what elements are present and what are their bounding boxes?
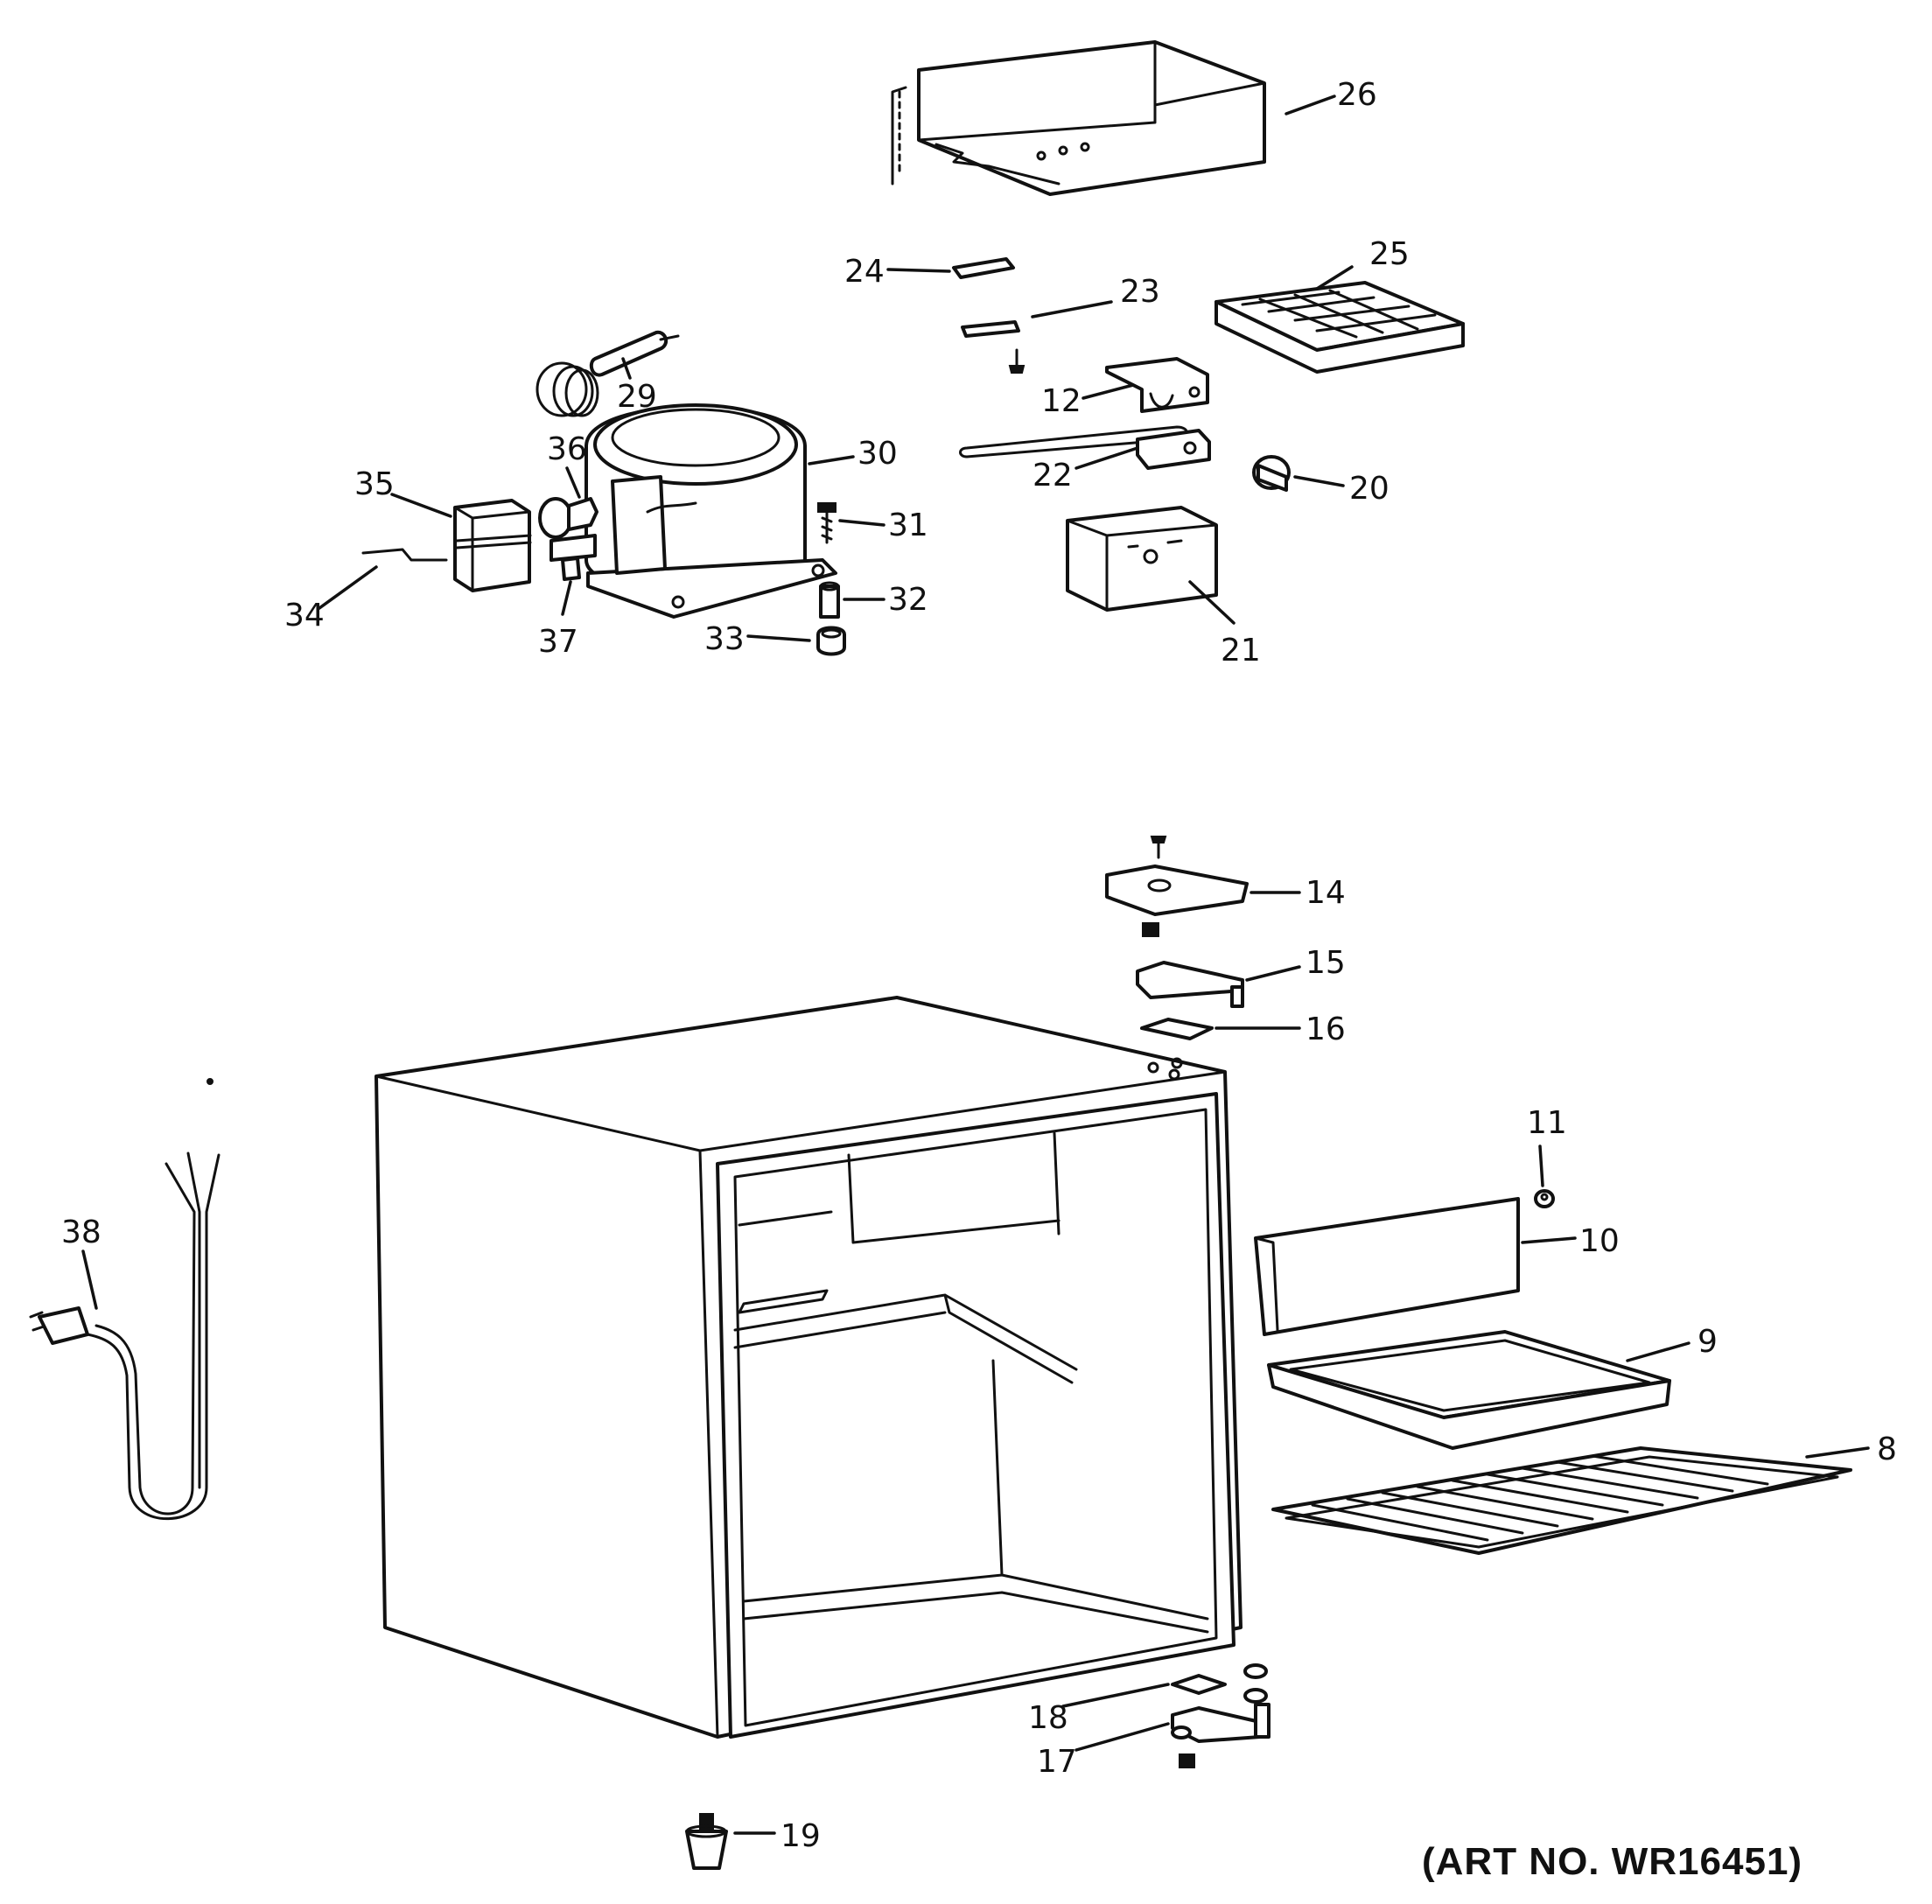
part-33-grommet [816,626,846,656]
part-16-hinge-shim [1140,1018,1214,1040]
label-11: 11 [1527,1105,1567,1141]
refrigerator-cabinet [374,996,1242,1739]
label-32: 32 [888,582,928,618]
label-29: 29 [617,379,657,415]
part-35-relay [453,499,532,592]
label-38: 38 [61,1214,102,1250]
label-16: 16 [1306,1012,1346,1047]
art-number: (ART NO. WR16451) [1422,1840,1802,1883]
leader-lines [81,94,1870,1835]
part-21-control-housing [1066,506,1218,612]
part-24-bracket [952,257,1015,279]
part-31-mounting-bolt [817,502,836,544]
label-12: 12 [1041,383,1082,419]
label-31: 31 [888,508,928,543]
part-34-retaining-clip [361,548,448,562]
label-8: 8 [1877,1432,1897,1467]
part-22-thermostat [959,425,1211,470]
label-10: 10 [1579,1223,1620,1259]
part-20-control-knob [1252,455,1291,492]
label-23: 23 [1120,274,1160,310]
part-numbers: 26 25 24 23 12 22 20 21 29 30 31 32 33 3… [61,77,1897,1854]
part-15-top-hinge [1136,922,1244,1008]
label-34: 34 [284,598,325,634]
part-25-ice-cube-tray [1214,281,1465,374]
part-9-drip-tray [1267,1330,1671,1450]
label-21: 21 [1221,633,1261,668]
label-19: 19 [780,1818,821,1854]
label-24: 24 [844,254,885,290]
label-22: 22 [1032,458,1073,494]
part-11-door-stop [1534,1189,1555,1208]
part-29-drier-capillary [536,330,680,417]
label-20: 20 [1349,471,1390,507]
part-38-power-cord [29,1078,220,1521]
part-30-compressor [584,403,837,619]
label-14: 14 [1306,875,1346,911]
part-17-bottom-hinge [1171,1703,1270,1768]
label-9: 9 [1698,1324,1718,1360]
part-19-leveling-leg [685,1813,728,1870]
part-8-wire-shelf [1271,1446,1852,1555]
label-36: 36 [547,431,587,467]
label-18: 18 [1028,1700,1068,1736]
part-32-sleeve [819,581,840,619]
label-33: 33 [704,621,745,657]
label-15: 15 [1306,945,1346,981]
part-10-freezer-door [1254,1197,1520,1336]
part-36-overload [538,497,598,539]
label-35: 35 [354,466,395,502]
part-12-thermostat-bracket [1105,357,1209,413]
part-26-freezer-compartment [891,40,1266,196]
label-26: 26 [1337,77,1377,113]
label-25: 25 [1369,236,1410,272]
label-37: 37 [538,624,578,660]
label-17: 17 [1037,1744,1077,1780]
label-30: 30 [858,436,898,472]
part-18-hinge-shim [1171,1663,1268,1704]
part-37-terminal-cover [550,534,597,581]
part-14-hinge-cover [1105,836,1249,916]
part-23-strip [961,320,1026,374]
